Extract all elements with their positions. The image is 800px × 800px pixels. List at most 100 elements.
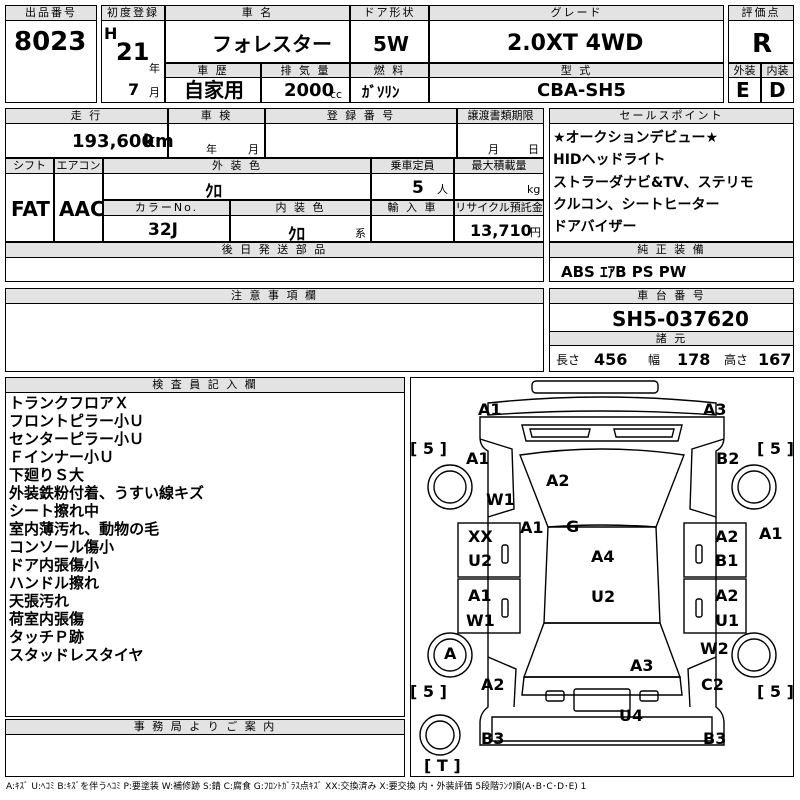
inspector-line: フロントピラー小Ｕ	[9, 412, 145, 430]
office-label: 事 務 局 よ り ご 案 内	[5, 719, 405, 735]
color-number: 32J	[148, 220, 178, 240]
interior-grade: D	[769, 78, 786, 102]
width: 178	[677, 350, 711, 369]
displacement-unit: cc	[330, 88, 343, 101]
recycle-label: リサイクル預託金	[454, 200, 544, 216]
damage-mark: A3	[703, 400, 727, 419]
door-type: 5W	[373, 32, 409, 56]
mileage-label: 走 行	[5, 108, 168, 124]
damage-mark: A1	[759, 524, 783, 543]
int-color: ｸﾛ	[288, 225, 305, 245]
equipment: ABS ｴｱB PS PW	[561, 263, 687, 281]
inspection-year-unit: 年	[206, 143, 217, 156]
damage-mark: B1	[715, 551, 739, 570]
int-color-label: 内 装 色	[230, 200, 371, 216]
tire-rl-tread: [ 5 ]	[410, 682, 447, 701]
registration-number-label: 登 録 番 号	[265, 108, 457, 124]
capacity-unit: 人	[437, 183, 448, 196]
door-label: ドア形状	[350, 5, 429, 21]
dims-label: 諸 元	[549, 331, 794, 346]
damage-mark: B3	[703, 729, 727, 748]
reg-month: 7	[128, 80, 140, 99]
model-label: 型 式	[429, 63, 724, 78]
fuel-label: 燃 料	[350, 63, 429, 78]
inspector-line: 外装鉄粉付着、うすい線キズ	[9, 484, 205, 502]
damage-mark: A2	[715, 527, 739, 546]
sales-points-label: セールスポイント	[549, 108, 794, 124]
damage-mark: U4	[619, 706, 644, 725]
import-label: 輸 入 車	[371, 200, 454, 216]
ext-color-label: 外 装 色	[103, 158, 371, 174]
inspector-line: 荷室内張傷	[9, 610, 85, 628]
grade: 2.0XT 4WD	[507, 32, 644, 56]
transfer-day-unit: 日	[528, 143, 539, 156]
inspector-line: Ｆインナー小Ｕ	[9, 448, 115, 466]
later-parts-label: 後 日 発 送 部 品	[5, 242, 544, 258]
shift: FAT	[11, 197, 50, 221]
int-color-unit: 系	[355, 227, 366, 240]
ac: AAC	[59, 197, 105, 221]
damage-mark: A2	[715, 586, 739, 605]
recycle-fee: 13,710	[470, 221, 532, 240]
car-diagram	[419, 380, 777, 756]
capacity: 5	[412, 178, 424, 198]
mileage: 193,600	[72, 131, 154, 152]
first-registration-label: 初度登録	[101, 5, 165, 21]
score-label: 評価点	[728, 5, 794, 21]
grade-label: グレード	[429, 5, 724, 21]
ac-label: エアコン	[54, 158, 103, 174]
inspector-line: 室内薄汚れ、動物の毛	[9, 520, 160, 538]
damage-mark: W2	[700, 639, 729, 658]
car-name-label: 車 名	[165, 5, 350, 21]
exterior-grade-label: 外装	[728, 63, 761, 78]
inspector-line: ハンドル擦れ	[9, 574, 100, 592]
history-label: 車 歴	[165, 63, 261, 78]
inspector-line: 天張汚れ	[9, 592, 70, 610]
displacement-label: 排 気 量	[261, 63, 350, 78]
max-load-unit: kg	[527, 183, 541, 196]
shift-label: シフト	[5, 158, 54, 174]
damage-mark: U2	[468, 551, 493, 570]
damage-mark: U1	[715, 611, 740, 630]
interior-grade-label: 内装	[761, 63, 794, 78]
damage-mark: A2	[481, 675, 505, 694]
displacement: 2000	[284, 80, 335, 101]
damage-mark: A	[444, 644, 457, 663]
damage-mark: B2	[716, 449, 740, 468]
chassis-number: SH5-037620	[612, 307, 749, 331]
mileage-unit: km	[143, 131, 174, 152]
ext-color: ｸﾛ	[205, 182, 222, 202]
damage-mark: U2	[591, 587, 616, 606]
car-name: フォレスター	[212, 32, 332, 56]
damage-mark: A1	[478, 400, 502, 419]
sales-point-line: ストラーダナビ&TV、ステリモ	[553, 175, 754, 191]
reg-month-unit: 月	[149, 86, 160, 99]
damage-mark: G	[566, 517, 580, 536]
legend-footer: A:ｷｽﾞ U:ﾍｺﾐ B:ｷｽﾞを伴うﾍｺﾐ P:要塗装 W:補修跡 S:錆 …	[6, 782, 587, 792]
notes-label: 注 意 事 項 欄	[5, 288, 544, 304]
fuel: ｶﾞｿﾘﾝ	[362, 83, 400, 101]
history: 自家用	[184, 78, 244, 102]
tire-fl-tread: [ 5 ]	[410, 439, 447, 458]
sales-point-line: ドアバイザー	[553, 219, 637, 235]
inspector-line: トランクフロアＸ	[9, 394, 130, 412]
inspector-line: ドア内張傷小	[9, 556, 100, 574]
lot-number: 8023	[14, 27, 87, 57]
height-label: 高さ	[724, 353, 749, 367]
damage-mark: A1	[520, 518, 544, 537]
damage-mark: C2	[701, 675, 724, 694]
lot-number-label: 出品番号	[5, 5, 97, 21]
color-number-label: カラーNo.	[103, 200, 230, 216]
inspector-line: 下廻りＳ大	[9, 466, 85, 484]
length-label: 長さ	[556, 353, 581, 367]
width-label: 幅	[648, 353, 661, 367]
spare-tire: [ T ]	[424, 756, 461, 775]
era: H	[104, 24, 118, 43]
chassis-label: 車 台 番 号	[549, 288, 794, 304]
inspector-line: タッチＰ跡	[9, 628, 85, 646]
transfer-month-unit: 月	[488, 143, 499, 156]
sales-point-line: ★オークションデビュー★	[553, 130, 719, 146]
damage-mark: XX	[468, 527, 493, 546]
sales-point-line: クルコン、シートヒーター	[553, 197, 720, 213]
inspector-line: シート擦れ中	[9, 502, 100, 520]
